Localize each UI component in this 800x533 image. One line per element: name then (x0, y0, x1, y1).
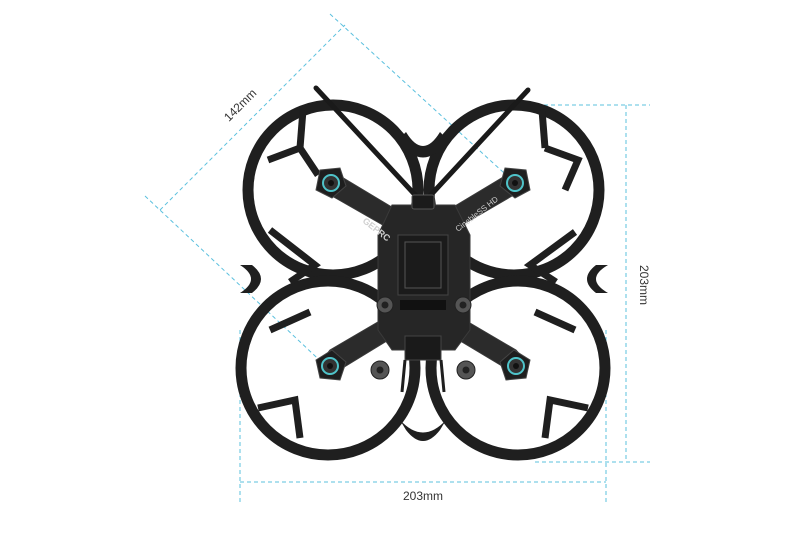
motor-mount-bottom-left (315, 349, 347, 381)
diagonal-dimension-label: 142mm (221, 86, 259, 124)
width-dimension-label: 203mm (403, 489, 443, 503)
fc-stack (397, 234, 449, 296)
prop-guard-bottom-right (425, 275, 611, 461)
diagonal-dimension-line (159, 24, 346, 211)
motor-mount-top-left (315, 167, 347, 199)
motor-mounts (315, 167, 531, 381)
motor-mount-bottom-right (499, 349, 531, 381)
diagonal-extension-bottom (144, 195, 331, 371)
antenna-right (425, 87, 531, 201)
camera-mount (404, 335, 442, 361)
drone-frame: GEPRC CinebleSS HD (235, 85, 611, 461)
vtx-mount (411, 194, 435, 210)
antenna-left (313, 85, 421, 201)
landing-skids (400, 359, 446, 393)
center-plate (370, 194, 476, 393)
standoffs (370, 296, 476, 380)
height-dimension-label: 203mm (637, 265, 651, 305)
motor-mount-top-right (499, 167, 531, 199)
diagonal-extension-top (329, 13, 516, 184)
battery-strap-slot (400, 300, 446, 310)
antennas (313, 85, 531, 201)
duct-ribs (257, 109, 589, 439)
duct-bridges (240, 132, 608, 441)
prop-guard-bottom-left (235, 275, 421, 461)
